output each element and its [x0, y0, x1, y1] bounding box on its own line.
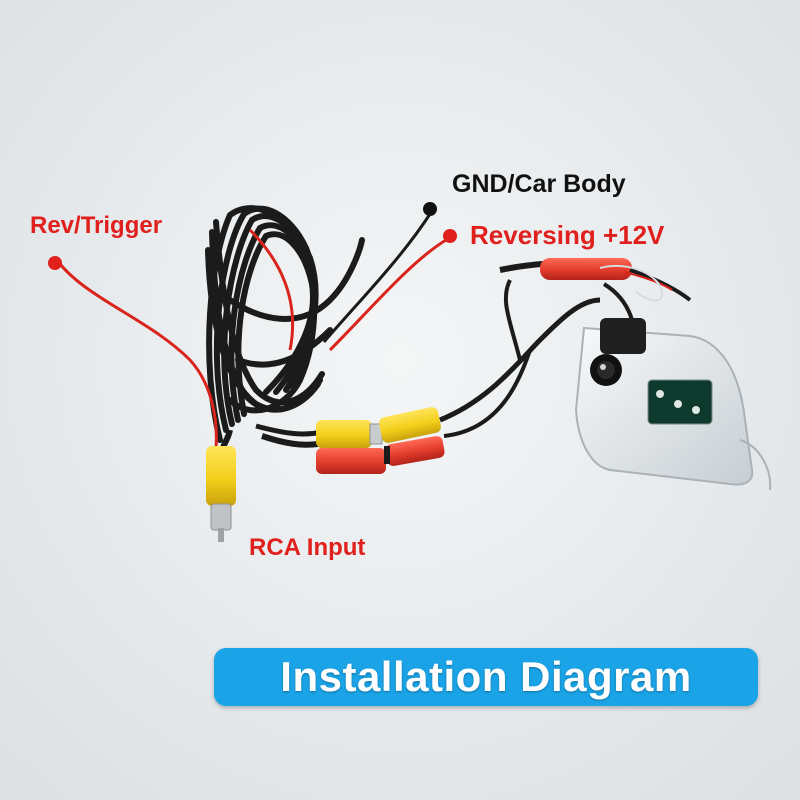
reversing-label: Reversing +12V — [470, 220, 665, 250]
wire-loop — [599, 264, 664, 302]
reversing-wire — [328, 238, 447, 352]
red-dot-icon — [443, 229, 457, 243]
rev-trigger-label: Rev/Trigger — [30, 212, 163, 239]
camera-cable-2 — [443, 349, 532, 438]
power-coupler — [316, 436, 445, 474]
rca-label: RCA Input — [249, 534, 366, 561]
camera-cable-1 — [439, 297, 601, 423]
camera-housing — [574, 318, 772, 491]
banner-title: Installation Diagram — [280, 653, 692, 700]
coil-red-wire — [248, 228, 295, 351]
black-dot-icon — [423, 202, 437, 216]
rca-coupler — [316, 407, 441, 448]
rca-plug — [206, 446, 236, 542]
red-dot-icon — [48, 256, 62, 270]
rev-trigger-wire — [58, 263, 218, 449]
camera-cable-3 — [503, 279, 522, 361]
gnd-label: GND/Car Body — [452, 170, 626, 198]
camera-sleeve — [499, 258, 692, 351]
installation-banner: Installation Diagram — [214, 648, 758, 706]
coiled-cable — [205, 205, 365, 443]
gnd-wire — [322, 213, 432, 343]
main-cable — [261, 433, 319, 448]
